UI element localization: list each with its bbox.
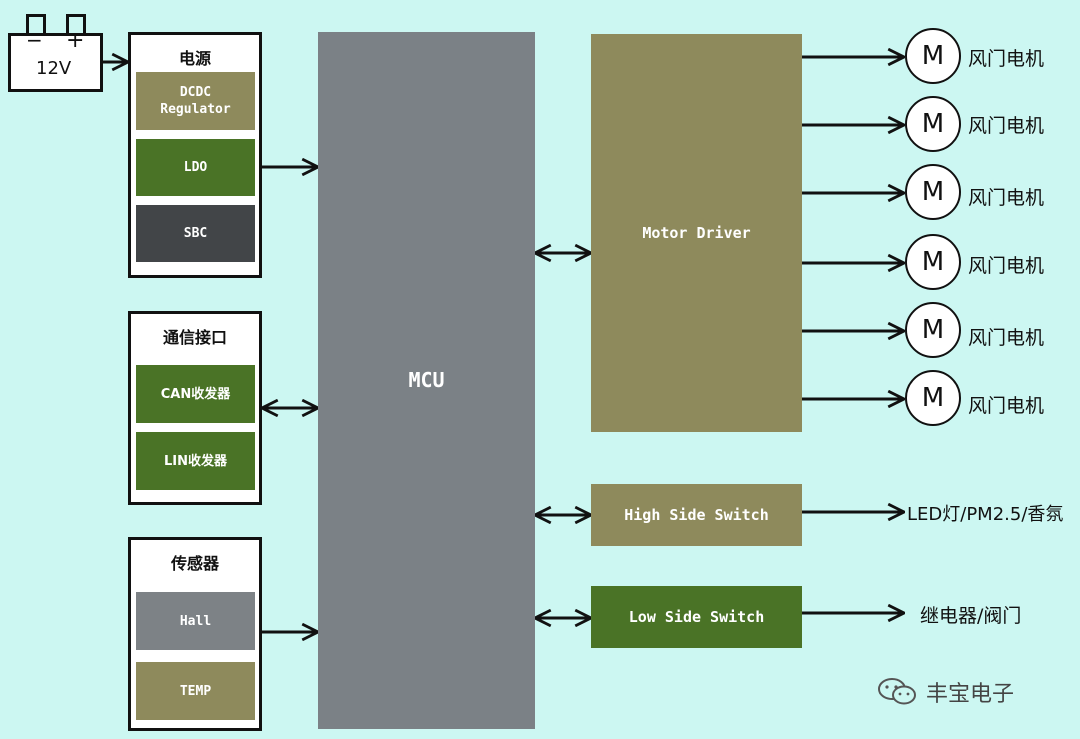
- power-group-title: 电源: [178, 49, 211, 68]
- high-side-switch-block: High Side Switch: [591, 484, 802, 546]
- mcu-label: MCU: [408, 368, 445, 392]
- wechat-icon: [878, 678, 916, 705]
- comm-group-title: 通信接口: [162, 328, 227, 347]
- comm-group: 通信接口 CAN收发器 LIN收发器: [128, 311, 262, 505]
- motor-icon-3: M: [905, 164, 961, 220]
- motor-label-5: 风门电机: [968, 327, 1045, 349]
- high-side-switch-label: High Side Switch: [624, 505, 769, 524]
- ldo-label: LDO: [183, 160, 208, 175]
- battery-terminal-neg: [26, 14, 46, 36]
- sbc-label: SBC: [183, 226, 208, 241]
- can-transceiver-label: CAN收发器: [160, 386, 231, 402]
- motor-icon-5: M: [905, 302, 961, 358]
- temp-sensor-label: TEMP: [179, 683, 212, 699]
- mcu-block: MCU: [318, 32, 535, 729]
- battery-terminal-pos: [66, 14, 86, 36]
- hall-sensor-block: Hall: [136, 592, 255, 650]
- ldo-block: LDO: [136, 139, 255, 196]
- watermark-text: 丰宝电子: [926, 682, 1015, 707]
- motor-icon-2: M: [905, 96, 961, 152]
- motor-symbol: M: [921, 41, 945, 71]
- motor-label-2: 风门电机: [968, 115, 1045, 137]
- sensors-group: 传感器 Hall TEMP: [128, 537, 262, 731]
- motor-icon-4: M: [905, 234, 961, 290]
- watermark: 丰宝电子: [876, 676, 1014, 708]
- motor-symbol: M: [921, 383, 945, 413]
- sbc-block: SBC: [136, 205, 255, 262]
- motor-driver-block: Motor Driver: [591, 34, 802, 432]
- dcdc-regulator-block: DCDC Regulator: [136, 72, 255, 130]
- can-transceiver-block: CAN收发器: [136, 365, 255, 423]
- hall-sensor-label: Hall: [179, 613, 212, 629]
- motor-symbol: M: [921, 177, 945, 207]
- lin-transceiver-label: LIN收发器: [163, 453, 227, 469]
- motor-label-6: 风门电机: [968, 395, 1045, 417]
- battery-minus: −: [26, 28, 43, 52]
- motor-symbol: M: [921, 315, 945, 345]
- motor-label-1: 风门电机: [968, 48, 1045, 70]
- low-side-switch-label: Low Side Switch: [628, 607, 765, 626]
- battery-body: [8, 33, 103, 92]
- motor-driver-label: Motor Driver: [642, 223, 751, 242]
- high-side-output-label: LED灯/PM2.5/香氛: [907, 504, 1064, 525]
- temp-sensor-block: TEMP: [136, 662, 255, 720]
- battery-plus: +: [66, 28, 85, 53]
- motor-icon-6: M: [905, 370, 961, 426]
- lin-transceiver-block: LIN收发器: [136, 432, 255, 490]
- low-side-output-label: 继电器/阀门: [920, 605, 1022, 627]
- motor-label-4: 风门电机: [968, 255, 1045, 277]
- sensors-group-title: 传感器: [170, 554, 219, 573]
- dcdc-regulator-label: DCDC Regulator: [160, 85, 231, 117]
- battery-voltage: 12V: [36, 58, 72, 79]
- power-group: 电源 DCDC Regulator LDO SBC: [128, 32, 262, 278]
- motor-icon-1: M: [905, 28, 961, 84]
- motor-label-3: 风门电机: [968, 187, 1045, 209]
- battery: − + 12V: [8, 14, 103, 92]
- motor-symbol: M: [921, 247, 945, 277]
- motor-symbol: M: [921, 109, 945, 139]
- low-side-switch-block: Low Side Switch: [591, 586, 802, 648]
